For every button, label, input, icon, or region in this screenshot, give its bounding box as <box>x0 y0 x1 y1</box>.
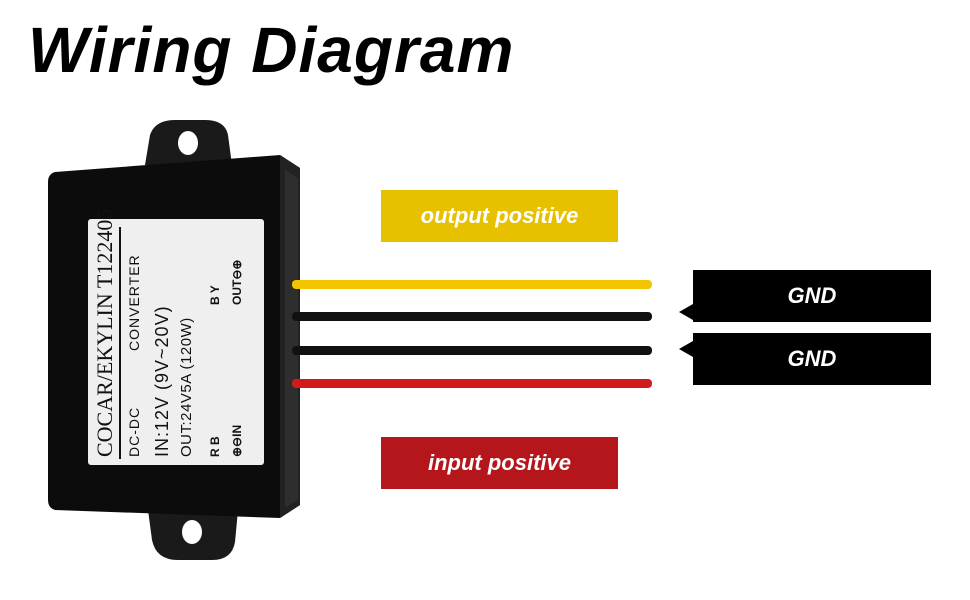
yellow-wire <box>292 280 652 289</box>
top-mounting-tab <box>145 120 232 165</box>
output-terminal: OUT⊖⊕ <box>230 259 244 305</box>
gnd-label-bottom: GND <box>679 333 931 385</box>
output-spec: OUT:24V5A (120W) <box>178 317 195 457</box>
bottom-mounting-tab <box>148 510 238 560</box>
output-pins: B Y <box>208 285 222 305</box>
device-type-left: DC-DC <box>126 406 142 457</box>
black-wire-2 <box>292 346 652 355</box>
red-wire <box>292 379 652 388</box>
brand-underline <box>119 227 121 459</box>
input-positive-label: input positive <box>381 437 618 489</box>
device-type-right: CONVERTER <box>126 254 142 351</box>
device-label-card: COCAR/EKYLIN T122405 DC-DC CONVERTER IN:… <box>88 209 264 465</box>
gnd-label-top: GND <box>679 270 931 322</box>
black-wire-1 <box>292 312 652 321</box>
input-pins: R B <box>208 436 222 457</box>
device-label-text: COCAR/EKYLIN T122405 DC-DC CONVERTER IN:… <box>88 209 264 465</box>
device-brand: COCAR/EKYLIN T122405 <box>92 208 117 457</box>
input-spec: IN:12V (9V~20V) <box>152 305 172 457</box>
wires <box>292 280 652 388</box>
output-positive-label: output positive <box>381 190 618 242</box>
input-terminal: ⊕⊖IN <box>230 424 244 457</box>
page-title: Wiring Diagram <box>28 14 515 86</box>
